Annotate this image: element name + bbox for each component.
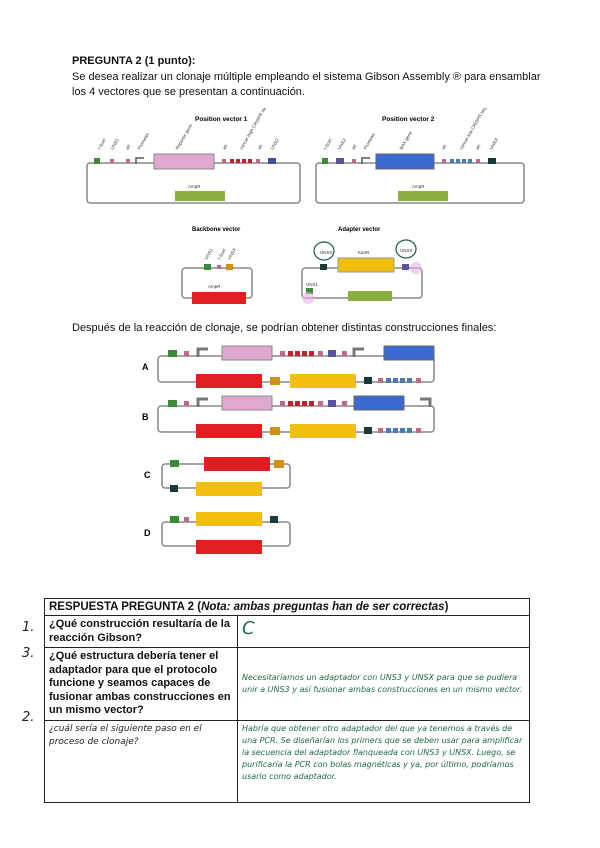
ad-label-3: UNS1 (306, 282, 319, 287)
pv2-label-8: UNSX (489, 137, 500, 150)
bb-backbone: AmpR (208, 284, 221, 289)
pv1-label-4: Reporter gene (175, 123, 194, 151)
pv1-label-5: att (222, 143, 229, 150)
vector-figure: Position vector 1 I-SceI UNS1 att Promot… (86, 108, 525, 304)
pv2-label-1: UNS2 (337, 137, 348, 150)
construct-b-label: B (142, 412, 149, 422)
question-1: ¿Qué construcción resultaría de la reacc… (44, 615, 238, 648)
pv2-label-7: att (475, 143, 482, 150)
pv1-label-2: att (125, 143, 132, 150)
construct-b (157, 395, 435, 438)
bb-label-0: UNS1 (204, 247, 215, 260)
construct-d-label: D (144, 528, 151, 538)
pv2-label-2: att (351, 143, 358, 150)
bb-diagram (181, 264, 253, 304)
pv2-title: Position vector 2 (382, 116, 435, 123)
question-2: ¿cuál sería el siguiente paso en el proc… (44, 719, 238, 803)
after-text: Después de la reacción de clonaje, se po… (72, 322, 497, 334)
pv2-label-4: BAX gene (399, 130, 414, 150)
pv1-label-8: UNS2 (270, 137, 281, 150)
construct-c-label: C (144, 470, 151, 480)
pv2-diagram (315, 153, 525, 204)
question-3: ¿Qué estructura debería tener el adaptad… (44, 647, 238, 721)
bb-title: Backbone vector (192, 227, 241, 233)
pv1-title: Position vector 1 (195, 116, 248, 123)
pv2-label-5: att (441, 143, 448, 150)
pv1-backbone: AmpR (188, 184, 201, 189)
answer-3[interactable]: Necesitaríamos un adaptador con UNS3 y U… (237, 647, 530, 721)
pv2-backbone: AmpR (412, 184, 425, 189)
row-number-3: 3. (22, 646, 35, 661)
bb-label-2: UNSX (227, 247, 238, 260)
answer-2[interactable]: Habría que obtener otro adaptador del qu… (237, 719, 530, 803)
answer-table-header: RESPUESTA PREGUNTA 2 (Nota: ambas pregun… (44, 598, 530, 616)
constructs-figure: A B (142, 345, 435, 554)
pv1-label-3: Promoter (137, 132, 151, 151)
pv1-diagram (86, 153, 301, 204)
pv1-label-7: att (257, 143, 264, 150)
answer-table: RESPUESTA PREGUNTA 2 (Nota: ambas pregun… (44, 598, 530, 803)
bb-label-1: I-SceI (217, 248, 227, 261)
ad-label-1: KanR (358, 250, 370, 255)
pv1-label-1: UNS1 (110, 137, 121, 150)
question-intro: Se desea realizar un clonaje múltiple em… (72, 71, 541, 98)
row-number-2: 2. (22, 710, 35, 725)
ad-title: Adapter vector (338, 227, 381, 233)
ad-label-0: UNSX (320, 250, 333, 255)
construct-a-label: A (142, 362, 149, 372)
construct-c (161, 457, 291, 496)
question-title: PREGUNTA 2 (1 punto): (72, 55, 196, 67)
pv2-label-3: Promoter (363, 132, 377, 151)
ad-label-2: UNS3 (400, 248, 413, 253)
answer-1[interactable]: C (237, 615, 530, 648)
pv2-label-0: I-SceI (323, 138, 333, 151)
row-number-1: 1. (22, 620, 35, 635)
construct-a (157, 345, 435, 388)
ad-diagram (301, 239, 423, 304)
pv1-label-6: cancer-high CRISPR target site (239, 108, 275, 151)
construct-d (161, 512, 291, 554)
pv1-label-0: I-SceI (97, 138, 107, 151)
